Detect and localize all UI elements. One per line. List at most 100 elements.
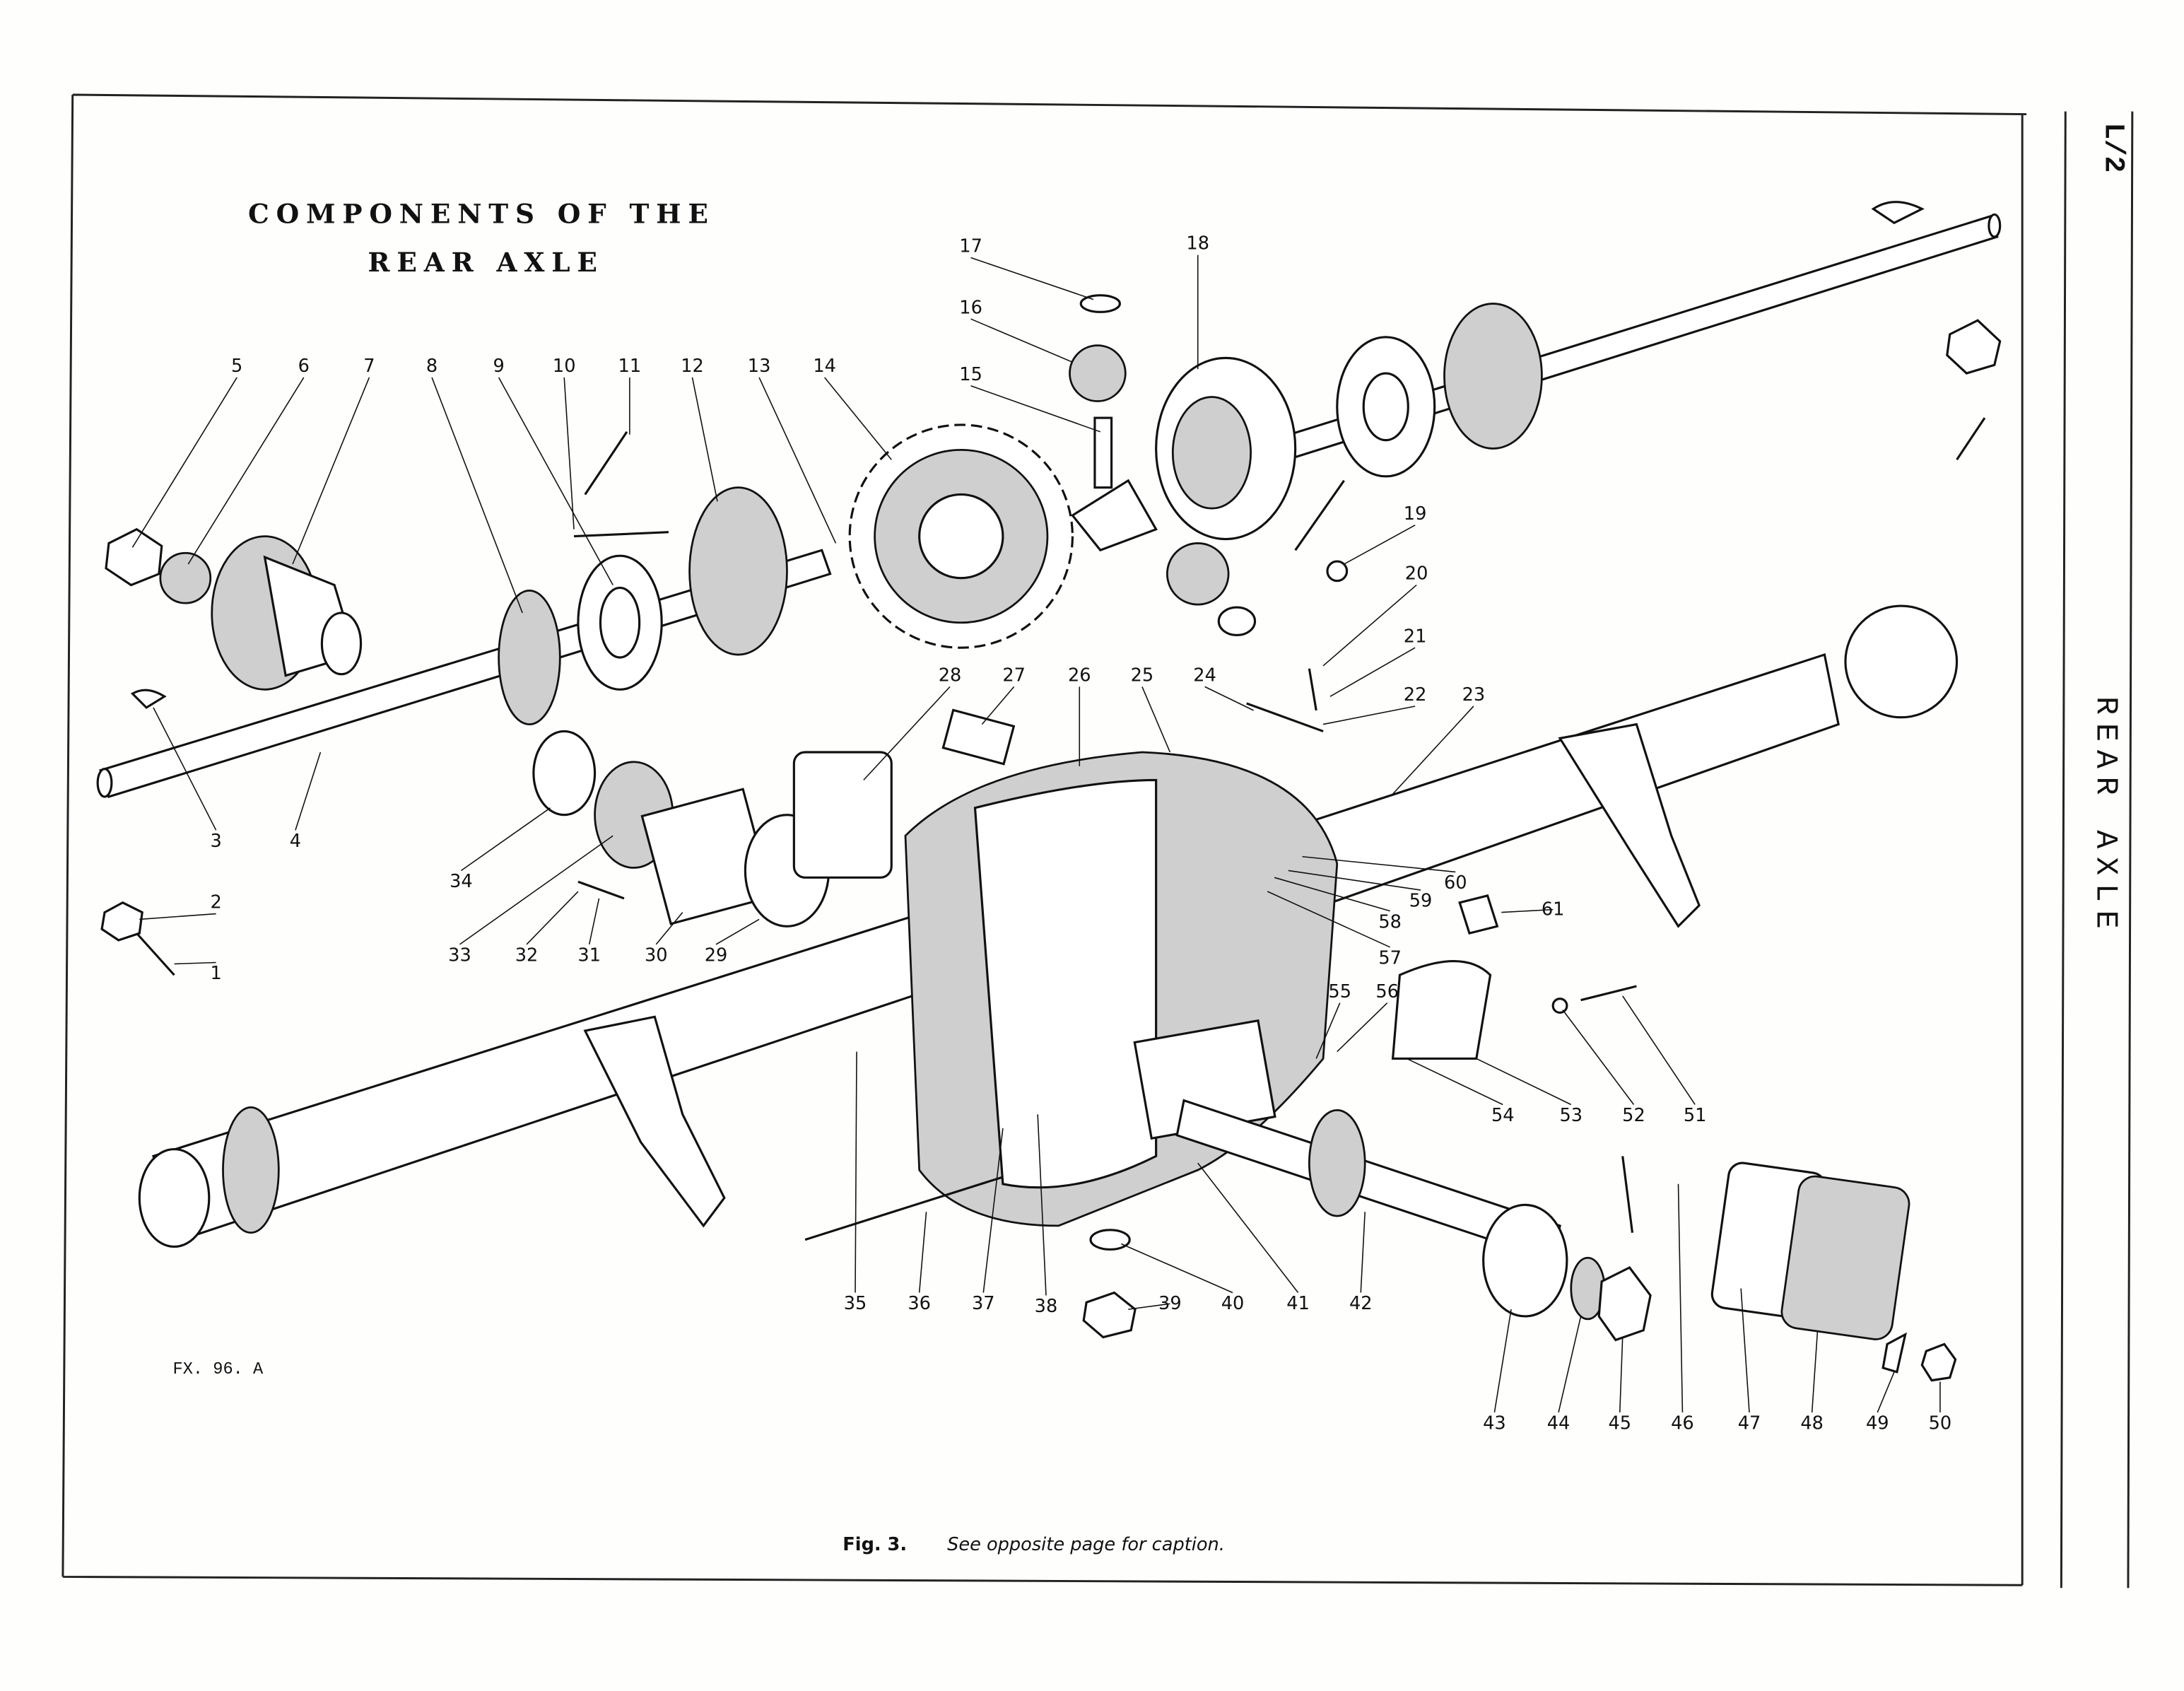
castellated-nut-left bbox=[100, 901, 143, 942]
part-label-6: 6 bbox=[298, 356, 310, 377]
part-label-45: 45 bbox=[1608, 1413, 1631, 1434]
part-label-48: 48 bbox=[1800, 1413, 1824, 1434]
part-label-3: 3 bbox=[211, 831, 222, 852]
part-label-33: 33 bbox=[448, 945, 471, 966]
leader-line-9 bbox=[498, 377, 613, 585]
leader-line-30 bbox=[655, 912, 683, 945]
leader-line-34 bbox=[460, 807, 551, 872]
axle-casing bbox=[138, 604, 1959, 1248]
part-label-53: 53 bbox=[1560, 1105, 1583, 1126]
part-label-51: 51 bbox=[1684, 1105, 1707, 1126]
part-label-18: 18 bbox=[1186, 233, 1209, 254]
part-label-12: 12 bbox=[681, 356, 704, 377]
part-label-41: 41 bbox=[1286, 1293, 1310, 1314]
screw-20 bbox=[1308, 668, 1317, 711]
part-label-23: 23 bbox=[1462, 684, 1486, 706]
part-label-1: 1 bbox=[211, 963, 222, 984]
hub-nut bbox=[105, 527, 163, 587]
part-label-24: 24 bbox=[1193, 665, 1216, 686]
part-label-14: 14 bbox=[813, 356, 836, 377]
leader-line-47 bbox=[1740, 1288, 1750, 1412]
leader-line-42 bbox=[1360, 1212, 1366, 1293]
bolt-51 bbox=[1580, 985, 1637, 1002]
leader-line-10 bbox=[563, 377, 575, 529]
woodruff-key-right bbox=[1871, 201, 1925, 225]
leader-line-35 bbox=[855, 1051, 857, 1293]
page-frame bbox=[61, 93, 2134, 1588]
part-label-17: 17 bbox=[959, 236, 982, 257]
leader-line-51 bbox=[1622, 995, 1696, 1105]
lock-tab-49 bbox=[1881, 1332, 1907, 1374]
leader-line-5 bbox=[131, 377, 237, 548]
title-line-1: COMPONENTS OF THE bbox=[248, 198, 715, 229]
part-label-7: 7 bbox=[363, 356, 375, 377]
part-label-43: 43 bbox=[1483, 1413, 1506, 1434]
differential-cage bbox=[1155, 303, 1543, 541]
figure-caption: See opposite page for caption. bbox=[947, 1534, 1225, 1555]
split-pin-right bbox=[1956, 417, 1986, 461]
section-title: REAR AXLE bbox=[2088, 696, 2123, 937]
rear-cover bbox=[1710, 1162, 1910, 1340]
lock-plate-11 bbox=[584, 431, 628, 496]
part-label-50: 50 bbox=[1929, 1413, 1952, 1434]
part-label-46: 46 bbox=[1671, 1413, 1694, 1434]
leader-line-58 bbox=[1274, 877, 1390, 912]
leader-line-33 bbox=[459, 835, 613, 945]
part-label-37: 37 bbox=[972, 1293, 995, 1314]
leader-line-32 bbox=[526, 891, 579, 945]
leader-line-19 bbox=[1344, 525, 1416, 565]
part-label-32: 32 bbox=[515, 945, 539, 966]
leader-line-20 bbox=[1322, 584, 1417, 667]
leader-line-57 bbox=[1267, 891, 1390, 948]
pinion-assembly bbox=[1175, 1099, 1652, 1342]
crown-wheel bbox=[848, 423, 1074, 649]
leader-line-21 bbox=[1329, 647, 1416, 697]
leader-line-36 bbox=[918, 1212, 927, 1293]
part-label-52: 52 bbox=[1622, 1105, 1645, 1126]
part-label-25: 25 bbox=[1131, 665, 1154, 686]
leader-line-54 bbox=[1406, 1058, 1503, 1106]
part-label-2: 2 bbox=[211, 892, 222, 913]
bolt-10 bbox=[573, 531, 669, 538]
leader-line-6 bbox=[187, 377, 305, 565]
leader-line-41 bbox=[1197, 1162, 1299, 1293]
part-label-54: 54 bbox=[1491, 1105, 1515, 1126]
leader-line-59 bbox=[1288, 870, 1421, 891]
figure-number: Fig. 3. bbox=[843, 1534, 907, 1555]
part-label-8: 8 bbox=[426, 356, 438, 377]
part-label-60: 60 bbox=[1444, 872, 1467, 894]
leader-line-39 bbox=[1128, 1303, 1170, 1310]
part-label-38: 38 bbox=[1035, 1296, 1058, 1317]
part-label-39: 39 bbox=[1158, 1293, 1182, 1314]
split-pin-left bbox=[136, 932, 175, 976]
leader-line-8 bbox=[431, 377, 523, 614]
part-label-35: 35 bbox=[844, 1293, 867, 1314]
leader-line-2 bbox=[139, 913, 216, 920]
drain-plug bbox=[1082, 1291, 1137, 1339]
pinion-housing bbox=[532, 730, 893, 928]
nut-50 bbox=[1920, 1342, 1957, 1382]
leader-line-28 bbox=[863, 686, 951, 780]
leader-line-49 bbox=[1877, 1371, 1895, 1413]
leader-line-17 bbox=[970, 257, 1094, 300]
part-label-4: 4 bbox=[290, 831, 301, 852]
leader-line-7 bbox=[292, 377, 370, 565]
bolt-31 bbox=[577, 880, 625, 900]
part-label-34: 34 bbox=[450, 871, 473, 892]
part-label-20: 20 bbox=[1405, 563, 1428, 585]
leader-lines bbox=[131, 254, 1941, 1413]
part-label-36: 36 bbox=[908, 1293, 931, 1314]
leader-line-31 bbox=[588, 898, 600, 945]
leader-line-27 bbox=[981, 686, 1015, 725]
part-label-42: 42 bbox=[1349, 1293, 1373, 1314]
part-label-31: 31 bbox=[577, 945, 601, 966]
part-label-22: 22 bbox=[1404, 684, 1427, 706]
leader-line-25 bbox=[1141, 686, 1171, 753]
leader-line-22 bbox=[1322, 706, 1416, 725]
leader-line-44 bbox=[1558, 1316, 1582, 1413]
leader-line-29 bbox=[715, 918, 760, 945]
part-label-26: 26 bbox=[1068, 665, 1091, 686]
part-label-19: 19 bbox=[1404, 503, 1427, 525]
